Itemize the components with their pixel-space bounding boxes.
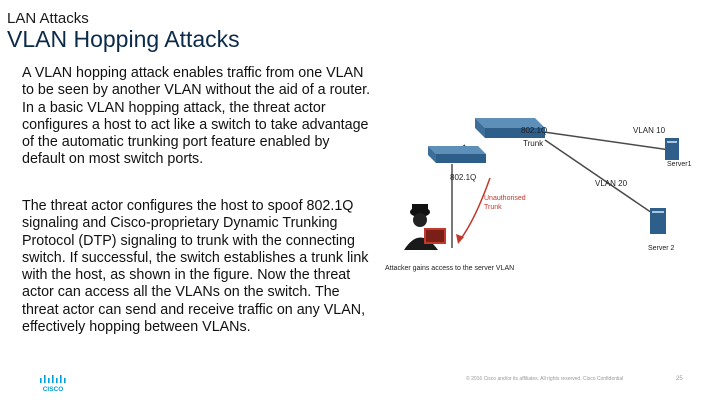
paragraph-detail: The threat actor configures the host to … <box>22 198 369 336</box>
figure-caption: Attacker gains access to the server VLAN <box>385 265 514 272</box>
vlan-hopping-figure: 802.1Q Trunk VLAN 10 Server1 802.1Q Unau… <box>380 100 705 280</box>
cisco-logo: CISCO <box>40 375 66 392</box>
page-number: 25 <box>676 376 683 382</box>
unauthorised-trunk-arrow <box>459 177 491 241</box>
page-title: VLAN Hopping Attacks <box>7 26 240 52</box>
switch-top-icon <box>475 118 545 138</box>
label-8021q-left: 802.1Q <box>450 173 476 182</box>
server1-icon <box>665 138 679 160</box>
label-unauthorised: Unauthorised <box>484 195 526 202</box>
switch-left-icon <box>428 146 486 163</box>
label-8021q-top: 802.1Q <box>521 126 547 135</box>
label-trunk: Trunk <box>523 139 544 148</box>
paragraph-intro: A VLAN hopping attack enables traffic fr… <box>22 65 371 168</box>
label-unauthorised-trunk: Trunk <box>484 204 502 211</box>
link-switch-to-server2 <box>544 139 656 216</box>
label-vlan10: VLAN 10 <box>633 126 666 135</box>
label-server2: Server 2 <box>648 245 675 252</box>
arrow-head-icon <box>456 234 464 244</box>
attacker-icon <box>404 204 446 250</box>
label-server1: Server1 <box>667 161 692 168</box>
server2-icon <box>650 208 666 234</box>
lesson-eyebrow: LAN Attacks <box>7 10 89 27</box>
label-vlan20: VLAN 20 <box>595 179 628 188</box>
footer-copyright: © 2016 Cisco and/or its affiliates. All … <box>466 376 624 382</box>
link-switch-to-server1 <box>529 129 671 151</box>
svg-text:CISCO: CISCO <box>43 386 64 392</box>
